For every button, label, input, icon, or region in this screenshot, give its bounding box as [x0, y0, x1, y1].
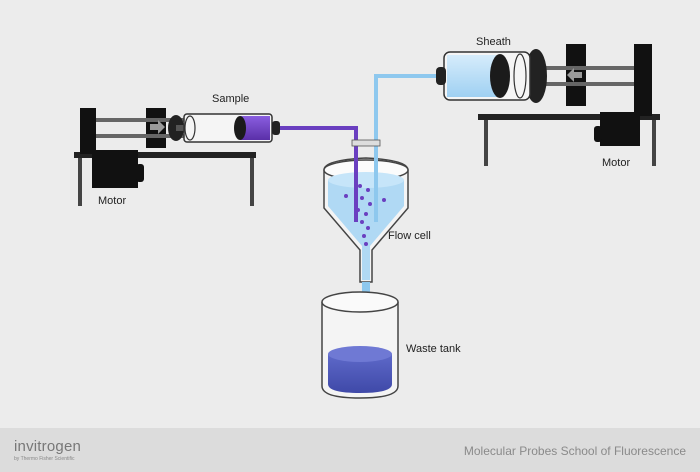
- brand-subtitle: by Thermo Fisher Scientific: [14, 456, 75, 462]
- push-arrow-icon-right: [567, 68, 582, 82]
- flow-cell: [323, 139, 409, 283]
- waste-tank: [321, 291, 399, 399]
- motor-label-left: Motor: [98, 195, 126, 207]
- left-pump-table: [74, 152, 256, 158]
- sample-syringe-pump: [74, 108, 280, 206]
- right-pump-table: [478, 114, 660, 120]
- sample-label: Sample: [212, 93, 249, 105]
- sheath-tube: [374, 74, 436, 160]
- flow-cell-liquid: [328, 180, 404, 280]
- flow-cell-label: Flow cell: [388, 230, 431, 242]
- sheath-syringe-pump: [436, 44, 660, 166]
- right-motor-block: [600, 112, 640, 146]
- waste-fluid: [328, 354, 392, 393]
- left-motor-block: [92, 150, 138, 188]
- footer-title: Molecular Probes School of Fluorescence: [463, 444, 686, 458]
- sample-tube: [280, 126, 358, 160]
- footer-bar: invitrogen by Thermo Fisher Scientific M…: [0, 428, 700, 472]
- cell-particles: [344, 184, 386, 246]
- brand-logo: invitrogen: [14, 438, 82, 455]
- motor-label-right: Motor: [602, 157, 630, 169]
- waste-tank-label: Waste tank: [406, 343, 461, 355]
- push-arrow-icon-left: [150, 120, 165, 134]
- sheath-label: Sheath: [476, 36, 511, 48]
